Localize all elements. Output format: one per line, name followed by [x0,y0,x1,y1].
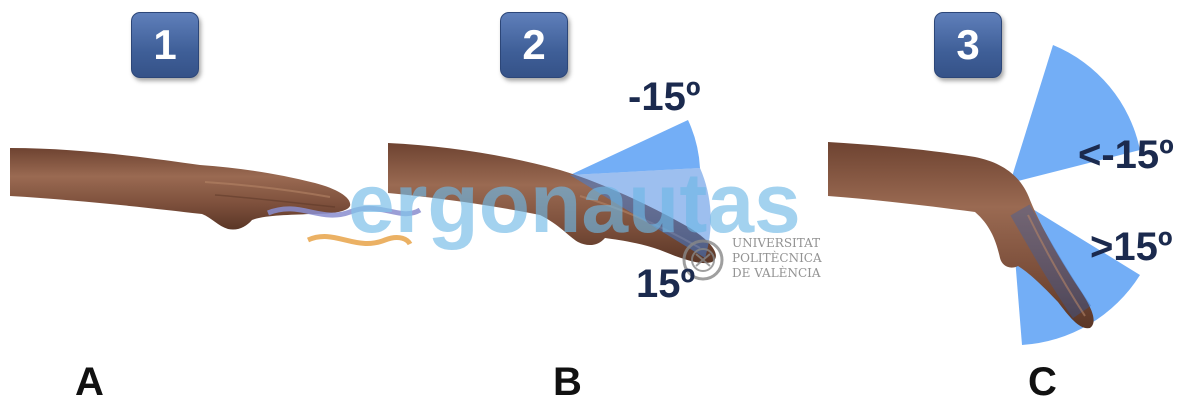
sector-extension-c [1010,45,1140,183]
angle-label-b-up: -15º [628,75,701,119]
panel-label-c: C [1028,360,1057,404]
upv-line-3: DE VALÈNCIA [732,265,821,280]
angle-label-b-down: 15º [636,262,696,306]
sector-flexion-b [570,168,711,258]
ergonautas-watermark: ergonautas [267,156,801,250]
step-badge-2: 2 [500,12,568,78]
angle-label-c-up: <-15º [1078,133,1174,177]
wave-purple [267,205,422,218]
sector-extension-b [570,120,700,175]
upv-line-2: POLITÈCNICA [732,250,822,265]
panel-label-b: B [553,360,582,404]
step-badge-1: 1 [131,12,199,78]
step-badge-3: 3 [934,12,1002,78]
wave-orange [306,234,413,246]
panel-label-a: A [75,360,104,404]
upv-line-1: UNIVERSITAT [732,236,820,250]
upv-logo: UNIVERSITAT POLITÈCNICA DE VALÈNCIA [682,236,822,281]
arm-neutral-a [10,148,351,230]
angle-label-c-down: >15º [1090,225,1173,269]
arm-strong-flexion-c [828,142,1094,329]
watermark-logo-text: ergonautas [348,156,801,250]
